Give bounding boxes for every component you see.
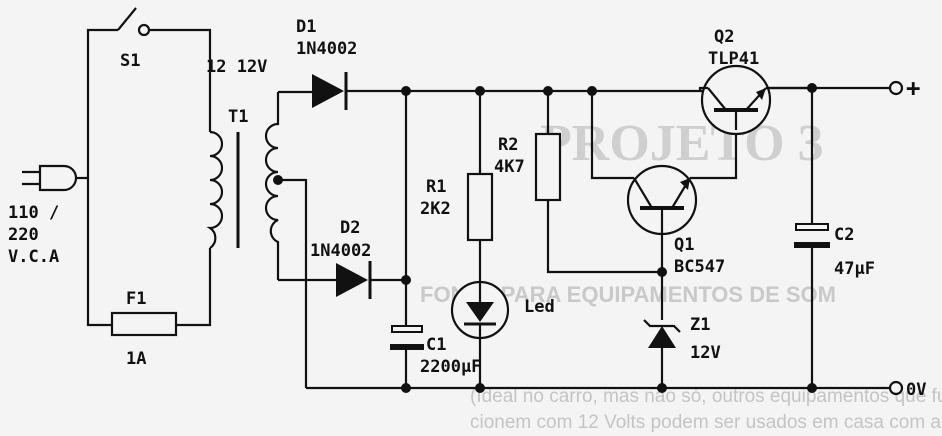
- switch-s1-icon: [117, 7, 212, 132]
- d2-part: 1N4002: [310, 241, 371, 261]
- output-zero-label: 0V: [906, 380, 926, 400]
- c1-name: C1: [426, 335, 446, 355]
- ghost-body-line-2: cionem com 12 Volts podem ser usados em …: [470, 412, 942, 433]
- q2-name: Q2: [714, 27, 734, 47]
- led-icon: [450, 280, 510, 388]
- capacitor-c2-icon: [794, 88, 830, 388]
- resistor-r2-icon: [534, 91, 662, 274]
- z1-value: 12V: [690, 343, 721, 363]
- node: [401, 383, 411, 393]
- diode-d2-icon: [336, 261, 406, 299]
- diode-d1-icon: [312, 72, 406, 110]
- d1-part: 1N4002: [296, 39, 357, 59]
- c2-value: 47µF: [834, 259, 875, 279]
- fuse-value: 1A: [126, 349, 146, 369]
- c1-value: 2200µF: [420, 357, 481, 377]
- center-tap-ground-wire: [278, 178, 308, 388]
- q1-name: Q1: [674, 235, 694, 255]
- fuse-f1-icon: [110, 248, 212, 337]
- z1-name: Z1: [690, 315, 710, 335]
- primary-wire-top: [86, 28, 118, 178]
- ghost-project-heading: PROJETO 3: [540, 115, 824, 172]
- node: [475, 383, 485, 393]
- mains-voltage-label-1: 110 /: [8, 203, 59, 223]
- output-plus-terminal: [888, 80, 904, 96]
- primary-wire-bottom: [86, 178, 112, 327]
- switch-label: S1: [120, 51, 140, 71]
- mains-plug-icon: [22, 164, 88, 192]
- node: [807, 383, 817, 393]
- q1-part: BC547: [674, 257, 725, 277]
- transformer-secondary-coil: [264, 92, 280, 280]
- led-label: Led: [524, 297, 555, 317]
- r1-name: R1: [426, 177, 446, 197]
- fuse-label: F1: [126, 289, 146, 309]
- transformer-secondary-voltage: 12 12V: [206, 57, 267, 77]
- r2-value: 4K7: [494, 157, 525, 177]
- resistor-r1-icon: [466, 91, 494, 282]
- c2-name: C2: [834, 225, 854, 245]
- d1-name: D1: [296, 17, 316, 37]
- node: [401, 275, 411, 285]
- zener-z1-icon: [643, 272, 681, 388]
- output-plus-label: +: [906, 74, 920, 102]
- d2-name: D2: [340, 218, 360, 238]
- node: [657, 383, 667, 393]
- transformer-label: T1: [228, 107, 248, 127]
- capacitor-c1-icon: [390, 325, 424, 388]
- transformer-primary-coil: [206, 130, 224, 249]
- output-zero-terminal: [888, 380, 904, 396]
- r1-value: 2K2: [420, 199, 451, 219]
- mains-voltage-label-3: V.C.A: [8, 247, 59, 267]
- mains-voltage-label-2: 220: [8, 225, 39, 245]
- transistor-q1-icon: [590, 91, 738, 272]
- r2-name: R2: [498, 135, 518, 155]
- q2-part: TLP41: [708, 49, 759, 69]
- ghost-body-line-1: (Ideal no carro, mas não só, outros equi…: [470, 386, 942, 407]
- transistor-q2-icon: [698, 64, 812, 136]
